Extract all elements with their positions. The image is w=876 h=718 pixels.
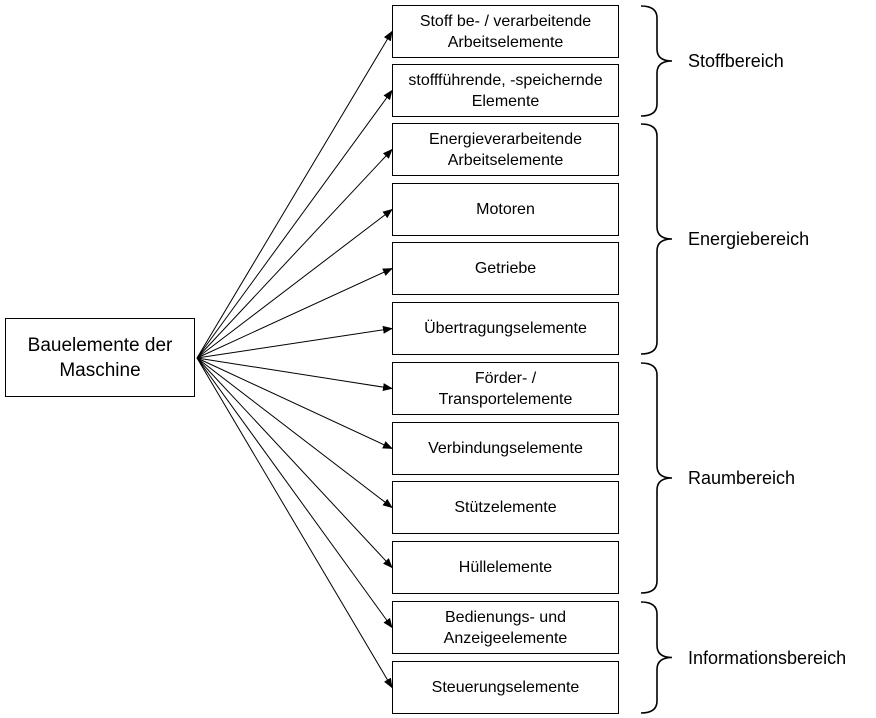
element-box: Stoff be- / verarbeitende Arbeitselement… — [392, 5, 619, 58]
connector-arrow — [196, 89, 393, 359]
element-box: Energieverarbeitende Arbeitselemente — [392, 123, 619, 176]
group-label: Raumbereich — [688, 468, 796, 488]
element-box: Stützelemente — [392, 481, 619, 534]
connector-arrow — [196, 30, 393, 359]
group-label: Energiebereich — [688, 229, 810, 249]
group-brace — [640, 123, 673, 355]
source-box: Bauelemente der Maschine — [5, 318, 195, 397]
group-brace — [640, 362, 673, 594]
element-label: Verbindungselemente — [428, 440, 583, 457]
connector-arrow — [196, 148, 393, 359]
connector-arrow — [196, 357, 393, 509]
connector-arrow — [196, 357, 393, 449]
element-label: stoffführende, -speichernde Elemente — [408, 71, 603, 110]
element-label: Bedienungs- und Anzeigeelemente — [443, 608, 568, 647]
connector-arrow — [196, 357, 393, 689]
element-label: Motoren — [476, 201, 535, 218]
source-label: Bauelemente der Maschine — [27, 334, 173, 381]
connector-arrow — [196, 268, 393, 359]
element-label: Getriebe — [474, 260, 537, 277]
element-label: Energieverarbeitende Arbeitselemente — [429, 130, 582, 169]
element-box: Verbindungselemente — [392, 422, 619, 475]
element-label: Steuerungselemente — [431, 679, 580, 696]
group-label: Informationsbereich — [688, 647, 847, 668]
element-label: Hüllelemente — [458, 559, 553, 576]
group-label: Stoffbereich — [688, 51, 784, 71]
connector-arrow — [196, 357, 393, 629]
element-box: Bedienungs- und Anzeigeelemente — [392, 601, 619, 654]
element-label: Stützelemente — [454, 499, 557, 516]
element-box: Motoren — [392, 183, 619, 236]
element-box: Förder- / Transportelemente — [392, 362, 619, 415]
element-label: Übertragungselemente — [424, 320, 587, 337]
element-label: Stoff be- / verarbeitende Arbeitselement… — [419, 12, 592, 51]
connector-arrow — [196, 357, 393, 392]
element-box: Steuerungselemente — [392, 661, 619, 714]
element-box: Getriebe — [392, 242, 619, 295]
element-box: stoffführende, -speichernde Elemente — [392, 64, 619, 117]
element-box: Hüllelemente — [392, 541, 619, 594]
element-box: Übertragungselemente — [392, 302, 619, 355]
group-brace — [640, 5, 673, 117]
element-label: Förder- / Transportelemente — [438, 369, 573, 408]
connector-arrow — [196, 357, 393, 569]
group-brace — [640, 601, 673, 714]
connector-arrow — [196, 325, 393, 359]
connector-arrow — [196, 208, 393, 359]
